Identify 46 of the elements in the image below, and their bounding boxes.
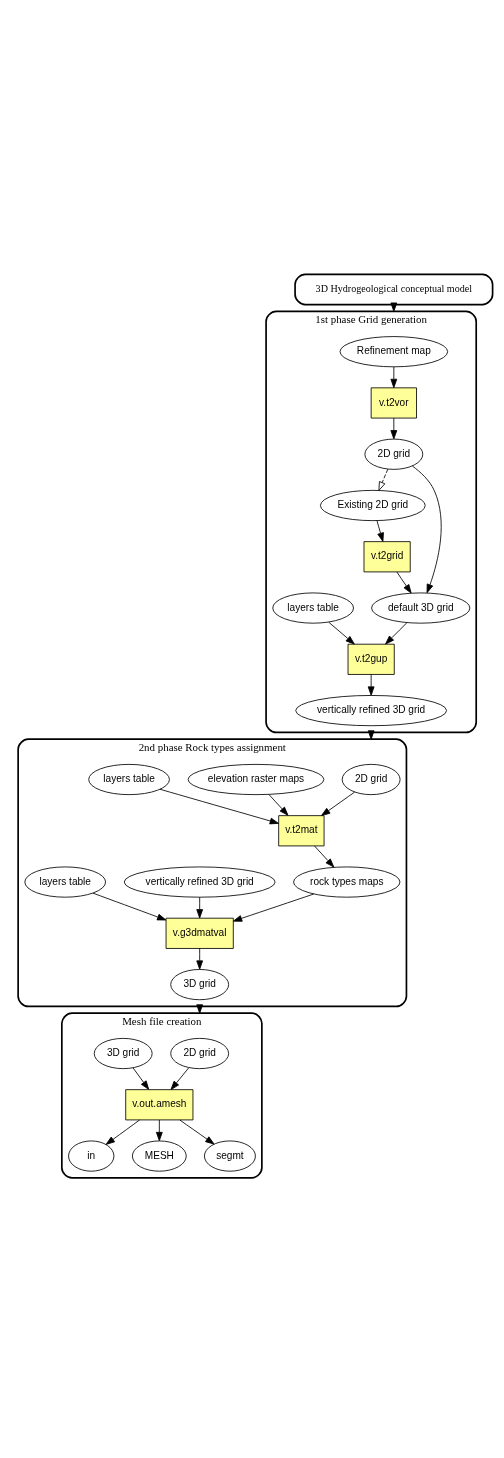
node-ellipse: MESH xyxy=(132,1140,187,1172)
node-ellipse: in xyxy=(68,1140,115,1172)
arrow xyxy=(378,468,389,491)
node-box: v.t2gup xyxy=(347,643,395,675)
node-ellipse: layers table xyxy=(88,763,170,795)
arrow xyxy=(390,365,398,388)
arrow xyxy=(196,947,204,970)
node-box: v.t2vor xyxy=(370,386,417,418)
node-ellipse: layers table xyxy=(272,592,354,624)
node-ellipse: 3D grid xyxy=(93,1037,153,1069)
arrow xyxy=(155,1119,163,1141)
node-ellipse: vertically refined 3D grid xyxy=(295,694,447,726)
arrow xyxy=(328,621,355,644)
arrow xyxy=(376,519,384,542)
arrow xyxy=(232,893,315,922)
arrow xyxy=(390,417,398,439)
arrow xyxy=(321,791,356,816)
node-ellipse: segmt xyxy=(204,1140,256,1172)
node-ellipse: 2D grid xyxy=(364,438,424,470)
node-ellipse: 2D grid xyxy=(170,1037,230,1069)
arrow xyxy=(196,896,204,918)
arrow xyxy=(92,892,167,920)
arrow xyxy=(367,673,375,696)
node-ellipse: default 3D grid xyxy=(371,592,471,624)
node-ellipse: vertically refined 3D grid xyxy=(123,866,276,898)
node-ellipse: Refinement map xyxy=(339,335,449,367)
arrow xyxy=(385,621,408,644)
arrow xyxy=(179,1119,215,1144)
node-ellipse: elevation raster maps xyxy=(187,763,325,795)
arrow xyxy=(412,465,442,593)
arrow xyxy=(268,793,289,816)
arrow xyxy=(170,1066,190,1090)
node-box: v.t2mat xyxy=(278,814,325,846)
arrow xyxy=(132,1067,150,1090)
node-ellipse: layers table xyxy=(24,866,106,898)
node-box: v.t2grid xyxy=(363,540,411,572)
node-box: v.out.amesh xyxy=(125,1088,194,1120)
arrow xyxy=(105,1119,141,1145)
node-ellipse: rock types maps xyxy=(293,866,401,898)
node-ellipse: Existing 2D grid xyxy=(320,489,426,521)
node-box: v.g3dmatval xyxy=(165,917,234,949)
node-ellipse: 3D grid xyxy=(170,968,230,1000)
arrow xyxy=(314,845,335,867)
arrow xyxy=(159,788,279,824)
arrow xyxy=(396,571,412,593)
node-ellipse: 2D grid xyxy=(341,763,401,795)
